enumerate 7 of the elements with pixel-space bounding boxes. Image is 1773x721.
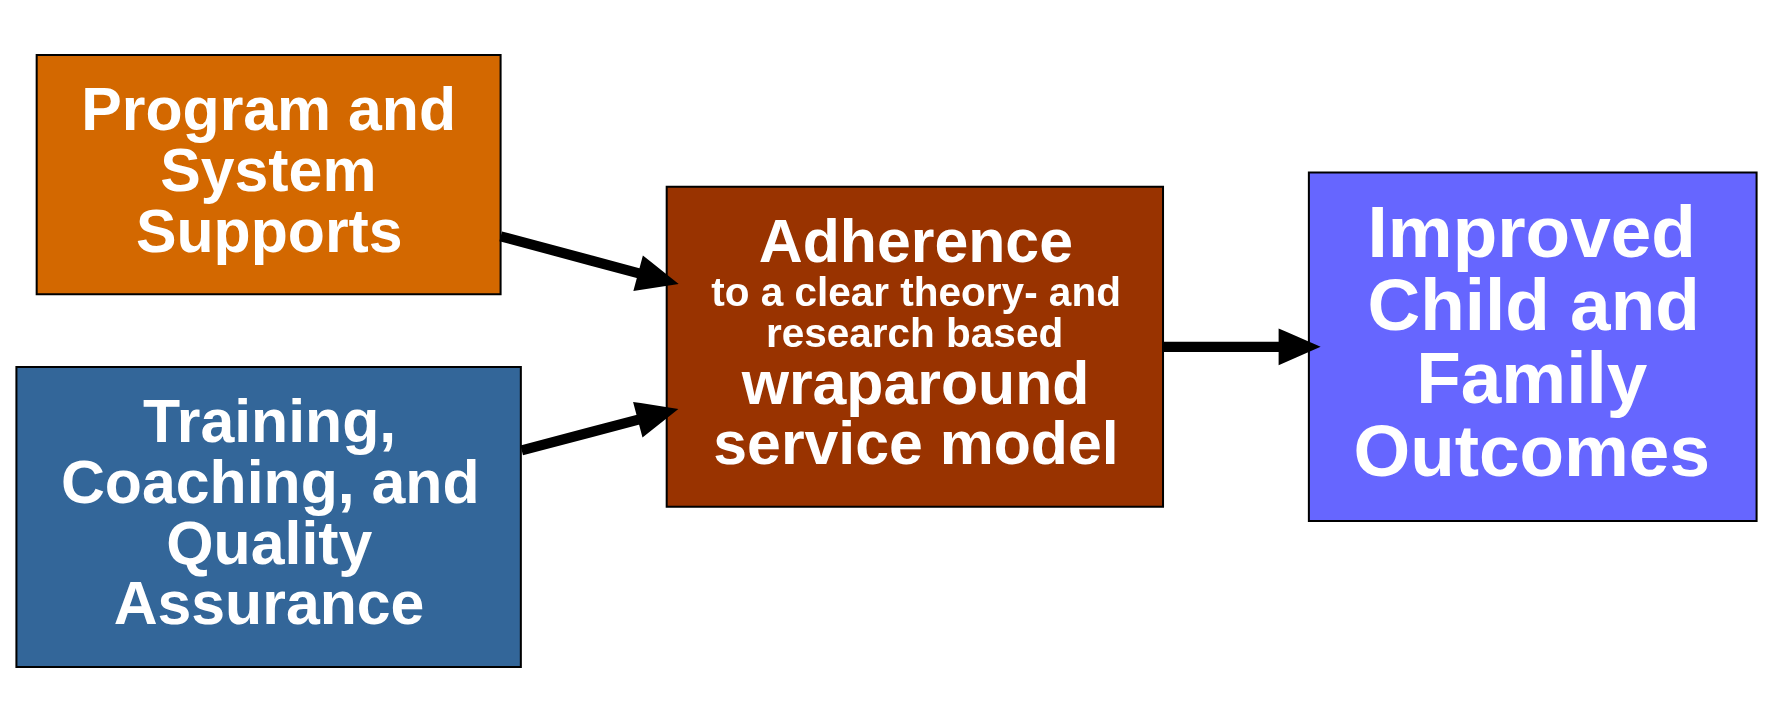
arrow: [520, 401, 679, 455]
node-box: Training, Coaching, and Quality Assurance: [15, 365, 522, 668]
node-box: Adherence to a clear theory- and research based wraparound service model: [665, 185, 1165, 508]
node-box: Program and System Supports: [35, 53, 502, 295]
arrow: [499, 230, 679, 291]
arrow: [1163, 327, 1321, 365]
node-box: Improved Child and Family Outcomes: [1307, 171, 1758, 522]
